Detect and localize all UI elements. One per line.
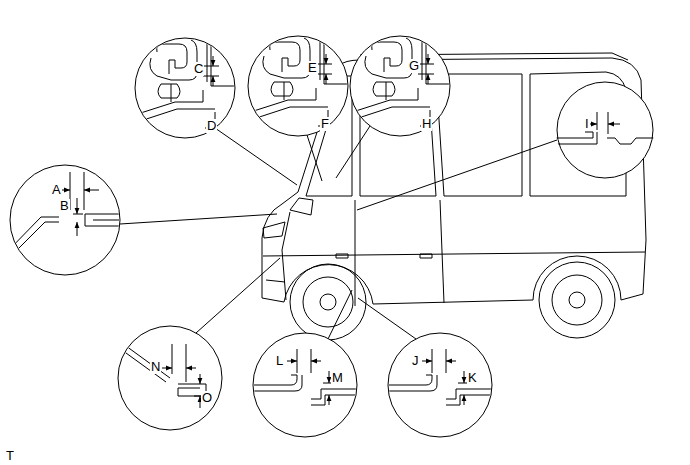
leader-line — [120, 214, 277, 224]
hood-gap-section — [73, 214, 83, 215]
weatherstrip-section — [238, 26, 358, 132]
dimension-label: L — [275, 354, 284, 368]
vehicle-body — [355, 200, 356, 306]
wheel — [569, 292, 585, 308]
dimension-label: H — [421, 117, 432, 131]
sill-gap-section — [186, 368, 196, 369]
roof-gap-section — [550, 112, 660, 144]
dimension-label: E — [307, 61, 318, 75]
wheel — [539, 262, 615, 338]
leader-line — [307, 135, 322, 181]
dimension-label: C — [193, 62, 204, 76]
wheel — [290, 264, 366, 340]
dimension-label: N — [150, 360, 161, 374]
weatherstrip-section — [340, 26, 460, 132]
weatherstrip-section — [238, 26, 358, 132]
sill-gap-section — [172, 344, 173, 374]
vehicle-body — [290, 198, 313, 215]
door-gap-section — [245, 349, 365, 405]
sill-gap-section — [200, 374, 201, 384]
roof-gap-section — [608, 124, 620, 125]
vehicle-body — [266, 280, 285, 282]
roof-gap-section — [550, 132, 597, 144]
leader-line — [215, 128, 297, 185]
leader-line — [196, 258, 280, 333]
vehicle-body — [440, 200, 444, 303]
hood-gap-section — [5, 172, 125, 262]
dimension-label: O — [201, 391, 213, 405]
detail-circle — [248, 36, 348, 136]
vehicle-body — [336, 254, 348, 258]
roof-gap-section — [550, 132, 593, 138]
dimension-label: I — [584, 117, 590, 131]
leader-line — [120, 126, 557, 339]
hood-gap-section — [93, 220, 125, 221]
wheel — [552, 275, 602, 325]
dimension-label: G — [408, 59, 420, 73]
dimension-label: F — [320, 117, 330, 131]
hood-gap-section — [77, 198, 78, 214]
dimension-label: A — [51, 183, 62, 197]
wheel — [290, 262, 615, 340]
sill-gap-section — [115, 338, 210, 408]
vehicle-body — [263, 222, 285, 238]
leader-line — [357, 140, 557, 210]
sill-gap-section — [115, 338, 210, 408]
door-gap-section — [245, 349, 365, 405]
weatherstrip-section — [238, 26, 358, 132]
dimension-label: M — [331, 371, 344, 385]
weatherstrip-section — [340, 26, 460, 132]
detail-circle — [350, 36, 450, 136]
vehicle-body — [420, 254, 432, 258]
hood-gap-section — [84, 190, 99, 191]
detail-circle — [557, 82, 653, 178]
door-gap-section — [245, 349, 365, 405]
dimension-label: D — [206, 119, 217, 133]
weatherstrip-section — [125, 28, 245, 134]
weatherstrip-section — [125, 28, 245, 134]
sill-gap-section — [162, 368, 172, 369]
roof-gap-section — [597, 112, 598, 130]
sill-gap-section — [186, 344, 187, 382]
detail-circle — [10, 36, 653, 437]
vehicle-body — [263, 252, 645, 256]
sill-gap-section — [115, 338, 170, 378]
roof-gap-section — [607, 138, 660, 144]
door-gap-section — [380, 349, 500, 405]
wheel — [320, 294, 336, 310]
hood-gap-section — [5, 172, 125, 262]
figure-code: T — [5, 449, 15, 463]
hood-gap-section — [85, 214, 125, 226]
weatherstrip-section — [125, 28, 245, 134]
weatherstrip-section — [340, 26, 460, 132]
hood-gap-section — [84, 172, 85, 210]
dimension-label: K — [467, 371, 478, 385]
leader-line — [358, 298, 416, 339]
wheel — [303, 277, 353, 327]
hood-gap-section — [5, 222, 59, 262]
dimension-label: J — [411, 354, 420, 368]
leader-line — [328, 290, 352, 339]
roof-gap-section — [550, 112, 660, 144]
dimension-label: B — [59, 199, 70, 213]
door-gap-section — [380, 349, 500, 405]
roof-gap-section — [608, 112, 609, 134]
sill-gap-section — [115, 345, 166, 382]
door-gap-section — [380, 349, 500, 405]
hood-gap-section — [77, 222, 78, 236]
detail-circle — [135, 38, 235, 138]
leader-line — [336, 126, 370, 178]
